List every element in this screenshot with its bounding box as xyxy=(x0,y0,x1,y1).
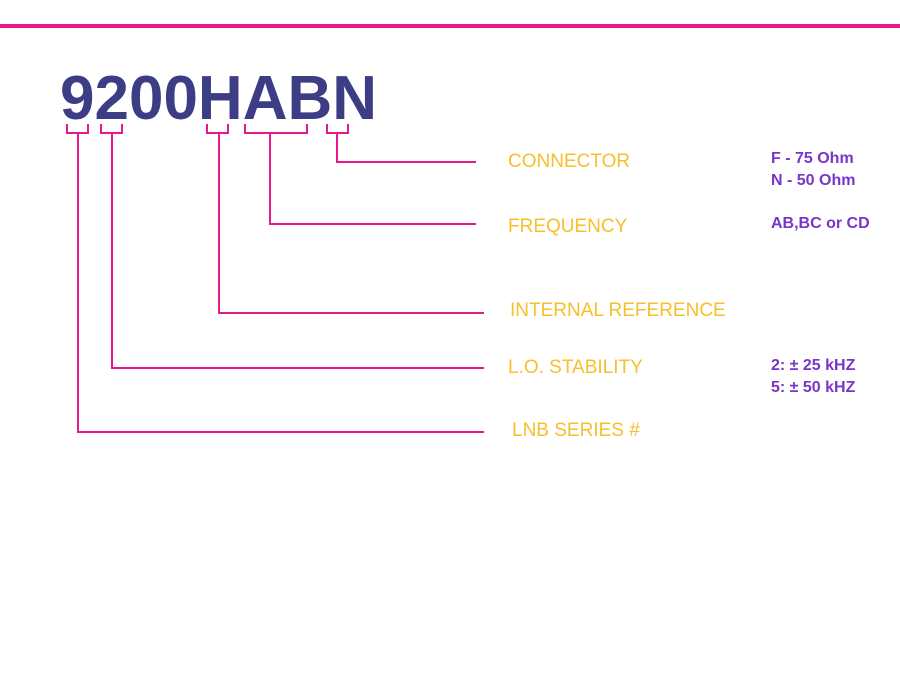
connector-bracket xyxy=(326,124,349,134)
top-accent-rule xyxy=(0,24,900,28)
internal-reference-leader xyxy=(218,133,484,314)
label-lo-stability: L.O. STABILITY xyxy=(508,357,643,378)
part-number: 9200HABN xyxy=(60,64,378,133)
lo-stability-bracket xyxy=(100,124,123,134)
lnb-series-bracket xyxy=(66,124,89,134)
option-lo-stability-5: 5: ± 50 kHZ xyxy=(771,379,856,396)
frequency-leader xyxy=(269,133,476,225)
label-connector: CONNECTOR xyxy=(508,151,631,172)
lnb-series-leader xyxy=(77,133,484,433)
lo-stability-leader xyxy=(111,133,484,369)
option-lo-stability-2: 2: ± 25 kHZ xyxy=(771,357,856,374)
frequency-bracket xyxy=(244,124,308,134)
connector-leader xyxy=(336,133,476,163)
option-frequency: AB,BC or CD xyxy=(771,215,870,232)
internal-reference-bracket xyxy=(206,124,229,134)
option-connector-f: F - 75 Ohm xyxy=(771,150,854,167)
label-internal-reference: INTERNAL REFERENCE xyxy=(510,300,726,321)
option-connector-n: N - 50 Ohm xyxy=(771,172,856,189)
label-frequency: FREQUENCY xyxy=(508,216,628,237)
label-lnb-series: LNB SERIES # xyxy=(512,420,640,441)
